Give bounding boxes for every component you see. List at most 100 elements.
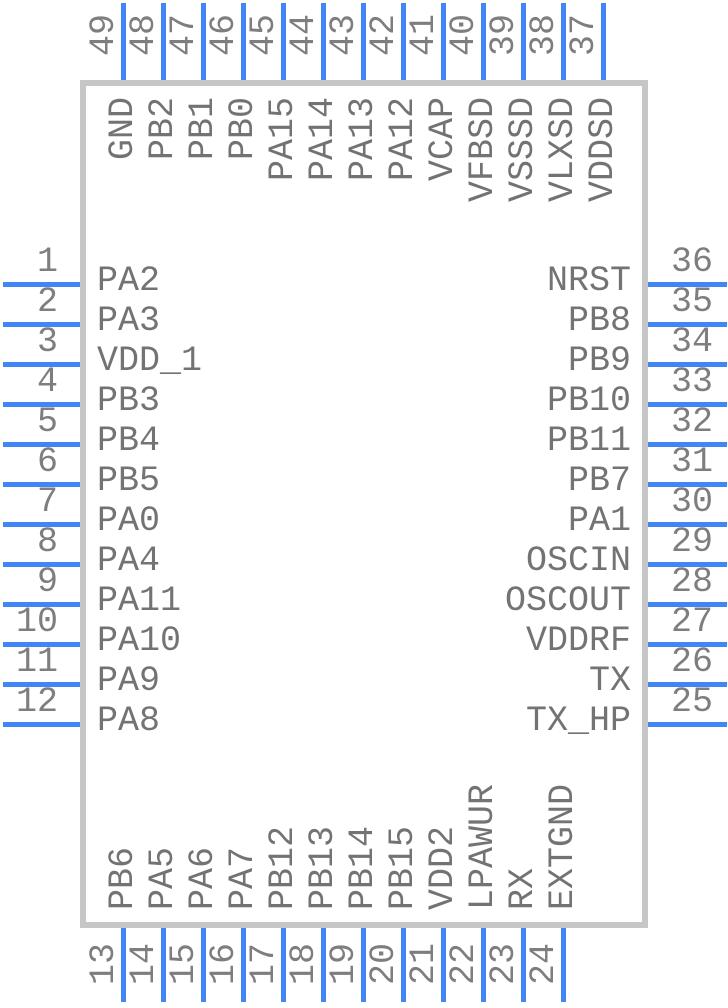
pin-line xyxy=(648,561,727,567)
pin-number: 4 xyxy=(36,362,58,402)
pin-name: PB1 xyxy=(183,96,223,160)
pin-number: 40 xyxy=(444,13,484,56)
pin-line xyxy=(240,3,246,80)
pin-name: EXTGND xyxy=(543,783,583,910)
pin-line xyxy=(480,3,486,80)
pin-number: 30 xyxy=(671,482,714,522)
pin-number: 22 xyxy=(444,942,484,985)
pin-number: 35 xyxy=(671,282,714,322)
pin-number: 29 xyxy=(671,522,714,562)
pin-line xyxy=(320,3,326,80)
pin-number: 48 xyxy=(124,13,164,56)
pin-name: LPAWUR xyxy=(463,783,503,910)
pin-number: 31 xyxy=(671,442,714,482)
pin-line xyxy=(480,928,486,1002)
pin-name: OSCIN xyxy=(525,541,631,581)
pin-line xyxy=(520,3,526,80)
pin-number: 10 xyxy=(15,602,58,642)
pin-number: 24 xyxy=(524,942,564,985)
pin-name: PA0 xyxy=(97,501,161,541)
pin-line xyxy=(648,601,727,607)
pin-number: 45 xyxy=(244,13,284,56)
pin-line xyxy=(648,281,727,287)
pin-number: 38 xyxy=(524,13,564,56)
pin-line xyxy=(3,681,80,687)
pin-number: 28 xyxy=(671,562,714,602)
pin-line xyxy=(648,401,727,407)
pin-number: 41 xyxy=(404,13,444,56)
pin-line xyxy=(280,928,286,1002)
pin-name: PB11 xyxy=(546,421,631,461)
pin-line xyxy=(648,521,727,527)
pin-number: 20 xyxy=(364,942,404,985)
pin-name: RX xyxy=(503,867,543,910)
pin-name: TX_HP xyxy=(525,701,631,741)
pin-number: 5 xyxy=(36,402,58,442)
pin-name: PA10 xyxy=(97,621,182,661)
pin-line xyxy=(560,928,566,1002)
pin-line xyxy=(400,3,406,80)
pin-number: 19 xyxy=(324,942,364,985)
pin-name: PB2 xyxy=(143,96,183,160)
pin-name: PA6 xyxy=(183,846,223,910)
pin-number: 49 xyxy=(84,13,124,56)
pin-line xyxy=(3,281,80,287)
pin-line xyxy=(120,3,126,80)
pin-line xyxy=(120,928,126,1002)
pin-name: PB10 xyxy=(546,381,631,421)
pin-number: 23 xyxy=(484,942,524,985)
pin-number: 17 xyxy=(244,942,284,985)
pin-name: PA3 xyxy=(97,301,161,341)
pin-line xyxy=(160,928,166,1002)
pin-name: PA14 xyxy=(303,96,343,181)
pin-line xyxy=(520,928,526,1002)
pin-line xyxy=(440,3,446,80)
pin-line xyxy=(648,641,727,647)
pin-name: PB0 xyxy=(223,96,263,160)
pin-number: 13 xyxy=(84,942,124,985)
pin-number: 34 xyxy=(671,322,714,362)
pin-name: VSSSD xyxy=(503,96,543,202)
pin-line xyxy=(648,441,727,447)
pin-line xyxy=(3,321,80,327)
pin-name: VDD2 xyxy=(423,825,463,910)
pin-number: 7 xyxy=(36,482,58,522)
pin-number: 39 xyxy=(484,13,524,56)
pin-line xyxy=(160,3,166,80)
pin-line xyxy=(648,681,727,687)
pin-line xyxy=(3,561,80,567)
pin-line xyxy=(3,481,80,487)
pin-name: PB4 xyxy=(97,421,161,461)
pin-line xyxy=(3,401,80,407)
pin-line xyxy=(648,481,727,487)
pin-number: 43 xyxy=(324,13,364,56)
pin-name: VDD_1 xyxy=(97,341,203,381)
pin-line xyxy=(320,928,326,1002)
pin-name: PA2 xyxy=(97,261,161,301)
pin-number: 46 xyxy=(204,13,244,56)
pin-name: VFBSD xyxy=(463,96,503,202)
pin-number: 25 xyxy=(671,682,714,722)
pin-name: PA13 xyxy=(343,96,383,181)
pin-number: 47 xyxy=(164,13,204,56)
pin-line xyxy=(3,641,80,647)
pin-number: 42 xyxy=(364,13,404,56)
pin-name: PB8 xyxy=(567,301,631,341)
pin-line xyxy=(648,721,727,727)
pin-number: 37 xyxy=(564,13,604,56)
pin-number: 15 xyxy=(164,942,204,985)
pin-name: PB15 xyxy=(383,825,423,910)
pin-name: PA8 xyxy=(97,701,161,741)
pin-line xyxy=(200,3,206,80)
pin-number: 12 xyxy=(15,682,58,722)
pin-line xyxy=(360,3,366,80)
pin-name: PA7 xyxy=(223,846,263,910)
pin-name: VDDSD xyxy=(583,96,623,202)
pin-line xyxy=(280,3,286,80)
pin-name: VCAP xyxy=(423,96,463,181)
pin-number: 3 xyxy=(36,322,58,362)
pin-name: OSCOUT xyxy=(504,581,631,621)
pin-line xyxy=(200,928,206,1002)
pin-name: TX xyxy=(588,661,631,701)
pin-line xyxy=(648,321,727,327)
